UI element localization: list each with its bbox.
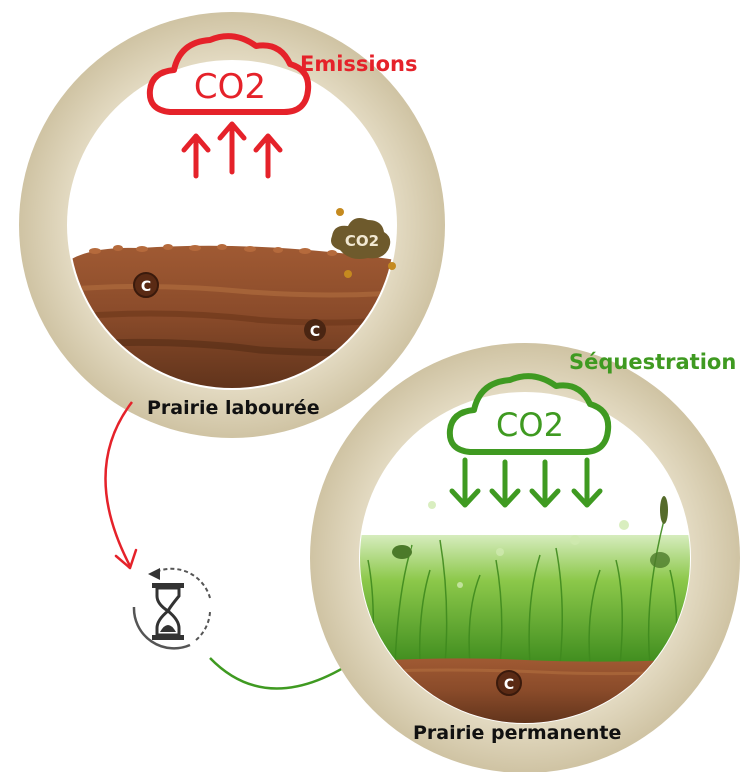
carbon-label: C [141,279,151,295]
transition-arrow-red [104,401,133,567]
permanent-meadow-title: Prairie permanente [413,722,622,744]
hourglass-icon [132,567,211,650]
transition-arrow-green [209,654,363,690]
arrow-down-icon [529,459,561,508]
small-co2-label: CO2 [345,232,379,250]
carbon-label: C [310,324,320,340]
ploughed-meadow-title: Prairie labourée [147,397,320,419]
carbon-label: C [504,677,514,693]
sequestration-heading: Séquestration [569,350,737,374]
arrow-down-icon [489,459,521,508]
emission-co2-label: CO2 [194,67,266,107]
carbon-node: C [496,670,522,696]
arrow-up-icon [181,133,211,179]
arrow-up-icon [253,133,283,179]
carbon-node: C [304,319,326,341]
arrow-up-icon [217,121,247,175]
sequestration-cloud-icon: CO2 [446,373,612,455]
small-co2-cloud-icon: CO2 [331,208,396,278]
arrow-down-icon [449,457,481,508]
sequestration-co2-label: CO2 [496,406,564,444]
transition-arrowhead-red [114,548,138,570]
arrow-down-icon [571,457,603,508]
emissions-heading: Emissions [300,52,418,76]
carbon-node: C [133,272,159,298]
emission-cloud-icon: CO2 [146,33,312,115]
